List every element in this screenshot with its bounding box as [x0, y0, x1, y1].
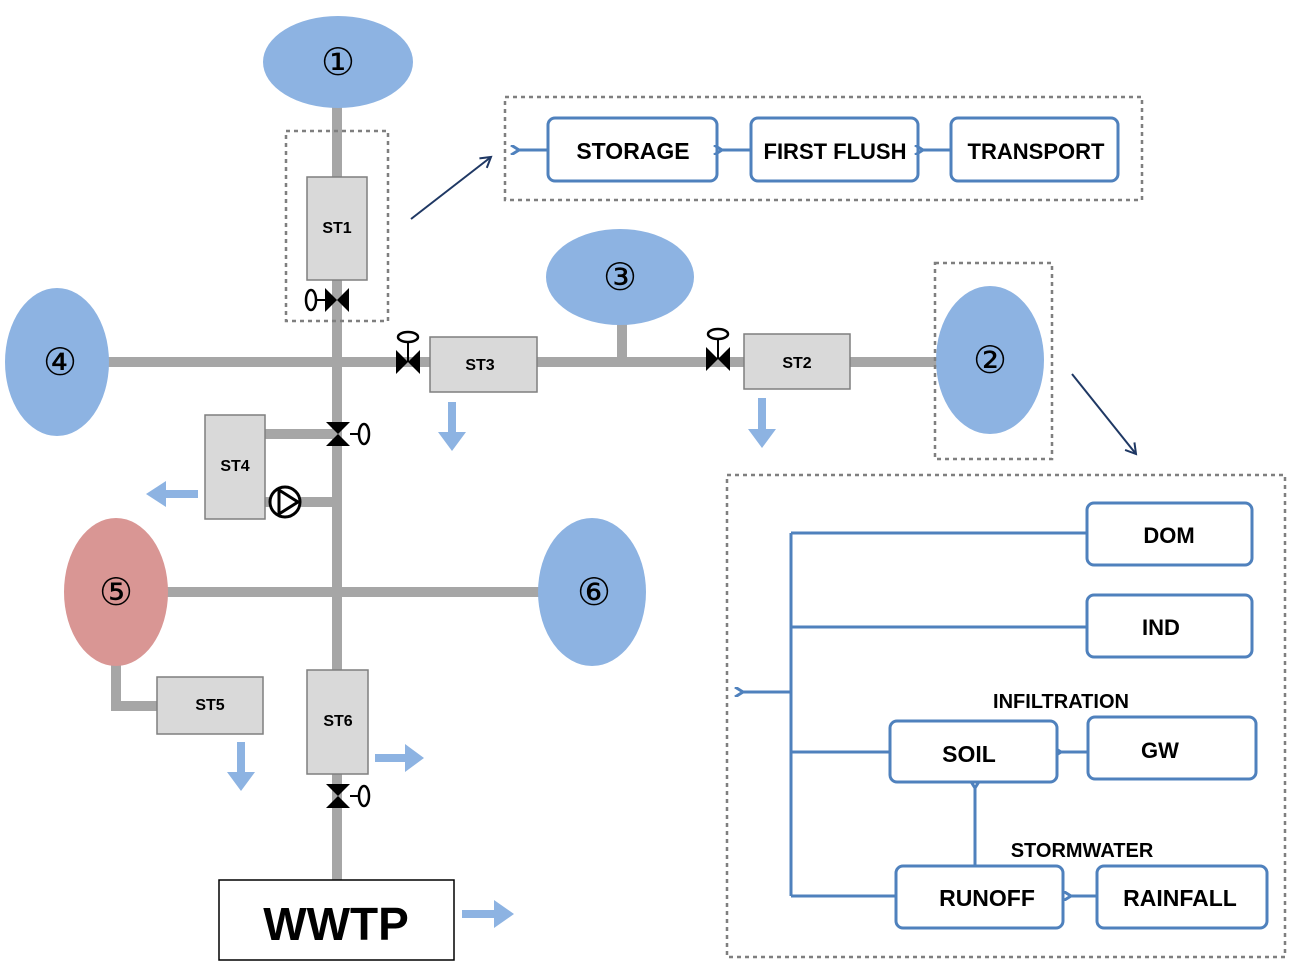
outflow-arrow-st4	[146, 481, 198, 507]
svg-text:⑥: ⑥	[577, 570, 611, 614]
valve-icon	[326, 784, 371, 808]
storage-process-panel: STORAGE FIRST FLUSH TRANSPORT	[503, 95, 1144, 202]
outflow-arrow-wwtp	[462, 900, 514, 928]
stormwater-label: STORMWATER	[1011, 840, 1154, 862]
tank-st2: ST2	[743, 333, 851, 390]
svg-text:ST5: ST5	[195, 697, 224, 714]
callout-arrow-storage	[410, 155, 493, 220]
inflow-process-panel: DOM IND INFILTRATION SOIL GW STORMWATER …	[725, 473, 1287, 959]
svg-text:FIRST FLUSH: FIRST FLUSH	[764, 139, 907, 164]
wwtp-box: WWTP	[218, 879, 455, 961]
svg-text:⑤: ⑤	[99, 570, 133, 614]
svg-text:②: ②	[973, 338, 1007, 382]
valve-icon	[396, 330, 420, 374]
svg-text:IND: IND	[1142, 615, 1180, 640]
svg-text:DOM: DOM	[1143, 523, 1194, 548]
tank-st1: ST1	[306, 176, 368, 281]
svg-text:ST2: ST2	[782, 355, 811, 372]
node-1: ①	[263, 16, 413, 108]
ind-box	[1085, 593, 1254, 659]
svg-text:WWTP: WWTP	[263, 898, 409, 950]
node-2: ②	[936, 286, 1044, 434]
tank-st4: ST4	[204, 414, 266, 520]
svg-text:STORAGE: STORAGE	[576, 138, 689, 164]
pipe-node5-st5	[111, 660, 160, 711]
svg-text:④: ④	[43, 340, 77, 384]
svg-text:ST1: ST1	[322, 220, 351, 237]
valve-icon	[326, 422, 371, 446]
svg-text:SOIL: SOIL	[942, 741, 996, 767]
node2-highlight-box	[933, 261, 1054, 461]
outflow-arrow-st3	[438, 402, 466, 451]
svg-text:ST4: ST4	[220, 458, 249, 475]
valve-icon	[304, 288, 349, 312]
svg-text:①: ①	[321, 40, 355, 84]
svg-text:③: ③	[603, 255, 637, 299]
node-5: ⑤	[64, 518, 168, 666]
svg-text:GW: GW	[1141, 738, 1179, 763]
st1-highlight-box	[284, 129, 390, 323]
svg-text:RAINFALL: RAINFALL	[1123, 885, 1237, 911]
node-4: ④	[5, 288, 109, 436]
svg-text:ST6: ST6	[323, 713, 352, 730]
callout-arrow-inflow	[1071, 373, 1138, 456]
outflow-arrow-st6	[375, 744, 424, 772]
outflow-arrow-st5	[227, 742, 255, 791]
gw-box	[1086, 715, 1258, 781]
tank-st5: ST5	[156, 676, 264, 735]
pump-icon	[268, 485, 302, 519]
valve-icon	[706, 327, 730, 371]
svg-text:ST3: ST3	[465, 357, 494, 374]
tank-st6: ST6	[306, 669, 369, 775]
outflow-arrow-st2	[748, 398, 776, 448]
tank-st3: ST3	[429, 336, 538, 393]
runoff-box	[894, 864, 1065, 930]
soil-box	[888, 719, 1059, 784]
svg-text:TRANSPORT: TRANSPORT	[968, 139, 1105, 164]
node-6: ⑥	[538, 518, 646, 666]
dom-box	[1085, 501, 1254, 567]
infiltration-label: INFILTRATION	[993, 691, 1129, 713]
svg-text:RUNOFF: RUNOFF	[939, 885, 1035, 911]
rainfall-box	[1095, 864, 1269, 930]
node-3: ③	[546, 229, 694, 325]
